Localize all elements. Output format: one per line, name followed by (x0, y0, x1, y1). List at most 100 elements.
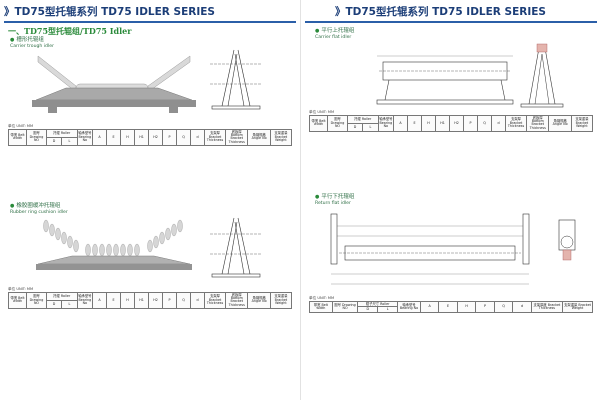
table-header: 图号 Drawing NO (26, 292, 47, 309)
table-header: H (120, 129, 136, 146)
carrier-flat-bracket-drawing (517, 38, 567, 110)
table-header: A (393, 115, 409, 132)
bullet-icon: ● (315, 194, 320, 200)
table-header: 图号 Drawing NO (331, 301, 359, 313)
table-header: A (92, 292, 108, 309)
section-title-carrier-flat: ●平行上托辊组 Carrier flat idler (315, 28, 354, 40)
table-header: D (346, 122, 364, 132)
table-header: 轴承型号 Bearing No (76, 292, 94, 309)
table-header: H (120, 292, 136, 309)
cushion-idler-photo (32, 214, 196, 280)
table-header: L (362, 122, 379, 132)
return-flat-drawing (325, 212, 535, 290)
right-series-banner: 》TD75型托辊系列 TD75 IDLER SERIES (335, 3, 546, 20)
table-header: 轴承型号 Bearing No (76, 129, 94, 146)
table-header: H (456, 301, 477, 313)
table-header: 轴承型号 Bearing No (377, 115, 395, 132)
table-header: 支架厚度 Bracket Thickness (530, 301, 564, 313)
trough-bracket-drawing (208, 44, 264, 112)
table-header: H2 (148, 129, 164, 146)
table-header: H1 (435, 115, 451, 132)
table-header: 角钢规格 Angle No (247, 129, 271, 146)
section-title-cn: 平行下托辊组 (321, 194, 355, 200)
table-header: H1 (134, 292, 150, 309)
unit-label: 单位 UNIT: MM (8, 287, 34, 291)
table-header: 支架重量 Bracket Weight (570, 115, 594, 132)
left-page: 》TD75型托辊系列 TD75 IDLER SERIES 一、TD75型托辊组/… (4, 6, 296, 309)
table-header: d (190, 129, 206, 146)
return-flat-table: 带宽 Belt width 图号 Drawing NO 辊子尺寸 Roller … (309, 300, 593, 313)
table-header: Q (477, 115, 493, 132)
bullet-icon: ● (10, 37, 15, 43)
right-banner-rule (305, 21, 597, 23)
cushion-idler-table: 带宽 Belt width 图号 Drawing NO 托辊 Roller 轴承… (7, 292, 293, 309)
table-header: Q (176, 129, 192, 146)
table-header: d (512, 301, 532, 313)
table-header: 支架厚 Bracket Thickness (505, 115, 528, 132)
table-header: Q (176, 292, 192, 309)
section-title-en: Return flat idler (315, 200, 351, 206)
table-header: H (421, 115, 437, 132)
table-header: 托辊 Roller (346, 115, 379, 124)
bullet-icon: ● (315, 28, 320, 34)
section-title-cn: 橡胶圈缓冲托辊组 (16, 203, 61, 209)
table-header: 支架重量 Bracket Weight (562, 301, 593, 313)
section-title-return-flat: ●平行下托辊组 Return flat idler (315, 194, 354, 206)
left-banner-rule (4, 21, 296, 23)
carrier-flat-table: 带宽 Belt width 图号 Drawing NO 托辊 Roller 轴承… (308, 115, 594, 132)
table-header: d (491, 115, 507, 132)
left-banner-text: 》TD75型托辊系列 TD75 IDLER SERIES (4, 6, 215, 18)
section-title-en: Carrier flat idler (315, 34, 352, 40)
table-header: 角钢规格 Angle No (247, 292, 271, 309)
table-header: H2 (449, 115, 465, 132)
table-header: 支架厚 Bracket Thickness (204, 129, 227, 146)
table-header: L (377, 306, 399, 313)
table-header: L (61, 136, 78, 146)
return-flat-bracket-drawing (545, 218, 589, 268)
table-header: H2 (148, 292, 164, 309)
table-header: E (438, 301, 458, 313)
table-header: 带宽 Belt width (309, 301, 333, 313)
section-title-trough: ●槽形托辊组 Carrier trough idler (10, 37, 54, 49)
right-page: 》TD75型托辊系列 TD75 IDLER SERIES ●平行上托辊组 Car… (300, 0, 600, 400)
table-header: 托辊 Roller (45, 292, 78, 301)
table-header: 带宽 Belt width (308, 115, 329, 132)
unit-label: 单位 UNIT: MM (309, 110, 335, 114)
table-header: D (45, 299, 63, 309)
table-header: 图号 Drawing NO (26, 129, 47, 146)
table-header: 支架重量 Bracket Weight (269, 292, 293, 309)
table-header: H1 (134, 129, 150, 146)
table-header: A (419, 301, 440, 313)
table-header: 角钢规格 Angle No (548, 115, 572, 132)
table-header: 轴承型号 Bearing No (397, 301, 421, 313)
table-header: L (61, 299, 78, 309)
table-header: 支架重量 Bracket Weight (269, 129, 293, 146)
table-header: D (45, 136, 63, 146)
table-header: 托辊 Roller (45, 129, 78, 138)
table-header: 支架厚 Bracket Thickness (204, 292, 227, 309)
table-header: 图号 Drawing NO (327, 115, 348, 132)
table-header: P (162, 129, 178, 146)
table-header: D (357, 306, 379, 313)
table-header: E (106, 129, 122, 146)
section-title-en: Rubber ring cushion idler (10, 209, 68, 215)
table-header: 底板厚 Bottom Bracket Thickness (225, 292, 249, 309)
table-header: 底板厚 Bottom Bracket Thickness (526, 115, 550, 132)
table-header: E (407, 115, 423, 132)
table-header: Q (493, 301, 514, 313)
right-banner-text: 》TD75型托辊系列 TD75 IDLER SERIES (335, 6, 546, 18)
unit-label: 单位 UNIT: MM (309, 296, 335, 300)
bullet-icon: ● (10, 203, 15, 209)
carrier-flat-drawing (375, 48, 515, 110)
trough-idler-photo (28, 48, 198, 120)
series-heading: 一、TD75型托辊组/TD75 Idler (8, 26, 132, 36)
table-header: 带宽 Belt width (7, 129, 28, 146)
cushion-bracket-drawing (208, 212, 264, 280)
table-header: P (162, 292, 178, 309)
table-header: E (106, 292, 122, 309)
unit-label: 单位 UNIT: MM (8, 124, 34, 128)
table-header: P (463, 115, 479, 132)
table-header: P (475, 301, 495, 313)
section-title-cn: 槽形托辊组 (16, 37, 44, 43)
section-title-cn: 平行上托辊组 (321, 28, 355, 34)
